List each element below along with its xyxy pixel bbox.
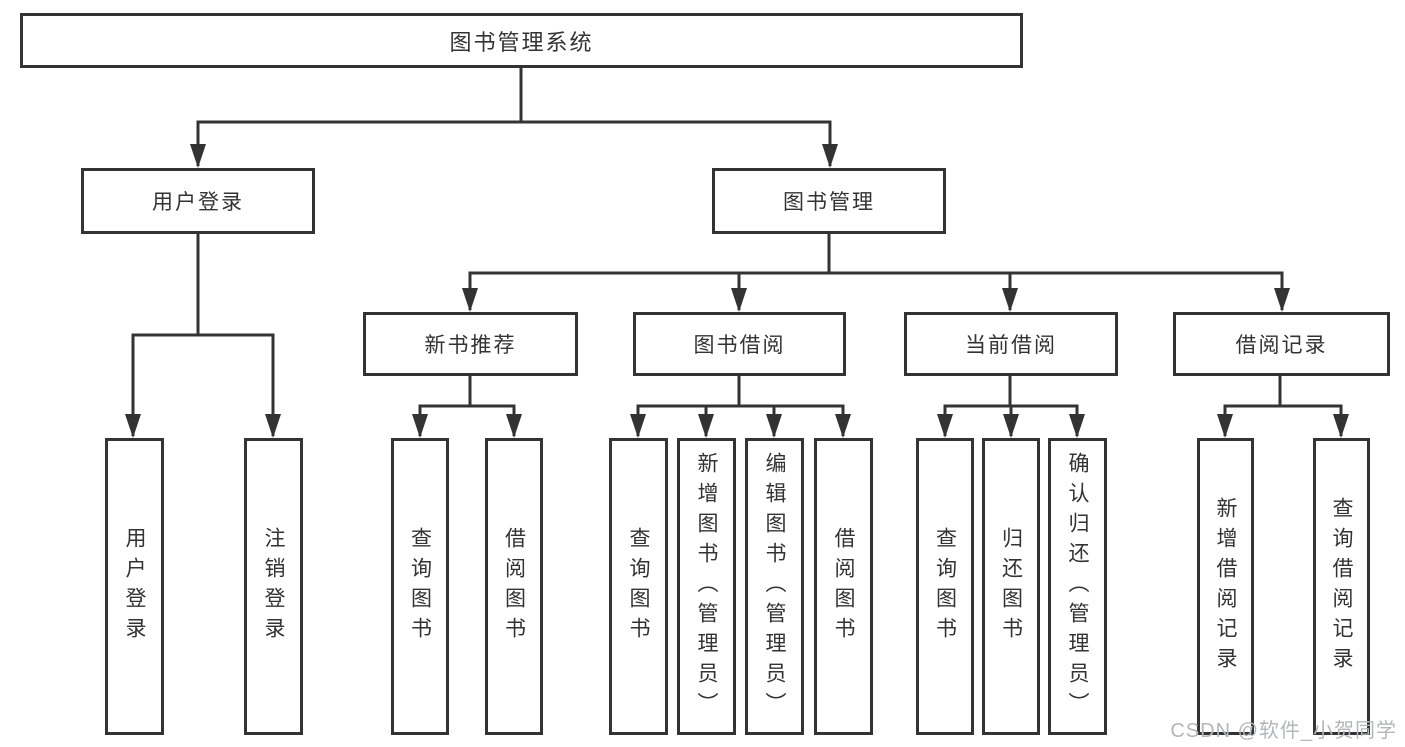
leaf-add-borrow-record: 新增借阅记录 bbox=[1197, 438, 1254, 735]
leaf-confirm-return-admin: 确认归还（管理员） bbox=[1048, 438, 1107, 735]
connector-borrow-records-to-leaves bbox=[1217, 375, 1349, 438]
leaf-query-books-current: 查询图书 bbox=[916, 438, 974, 735]
connector-book-borrow-to-leaves bbox=[630, 375, 851, 438]
leaf-user-login: 用户登录 bbox=[105, 438, 164, 735]
connector-book-mgmt-to-level3 bbox=[462, 233, 1290, 312]
connector-current-borrow-to-leaves bbox=[937, 375, 1085, 438]
leaf-edit-books-admin: 编辑图书（管理员） bbox=[745, 438, 804, 735]
node-new-book-recommend: 新书推荐 bbox=[363, 312, 578, 376]
node-book-borrowing: 图书借阅 bbox=[633, 312, 846, 376]
node-current-borrowing: 当前借阅 bbox=[904, 312, 1118, 376]
node-library-management-system: 图书管理系统 bbox=[20, 13, 1023, 68]
leaf-logout: 注销登录 bbox=[244, 438, 303, 735]
leaf-query-borrow-record: 查询借阅记录 bbox=[1313, 438, 1370, 735]
connector-root-to-level2 bbox=[190, 67, 838, 168]
node-borrowing-records: 借阅记录 bbox=[1173, 312, 1390, 376]
connector-user-login-to-leaves bbox=[125, 233, 281, 438]
leaf-return-books: 归还图书 bbox=[982, 438, 1040, 735]
node-book-management: 图书管理 bbox=[712, 168, 946, 234]
node-user-login: 用户登录 bbox=[81, 168, 315, 234]
leaf-query-books-recommend: 查询图书 bbox=[391, 438, 449, 735]
csdn-watermark: CSDN @软件_小贺同学 bbox=[1170, 720, 1397, 742]
connector-new-book-to-leaves bbox=[412, 375, 522, 438]
leaf-query-books-borrow: 查询图书 bbox=[609, 438, 668, 735]
leaf-add-books-admin: 新增图书（管理员） bbox=[677, 438, 736, 735]
leaf-borrow-books: 借阅图书 bbox=[814, 438, 873, 735]
leaf-borrow-books-recommend: 借阅图书 bbox=[485, 438, 543, 735]
